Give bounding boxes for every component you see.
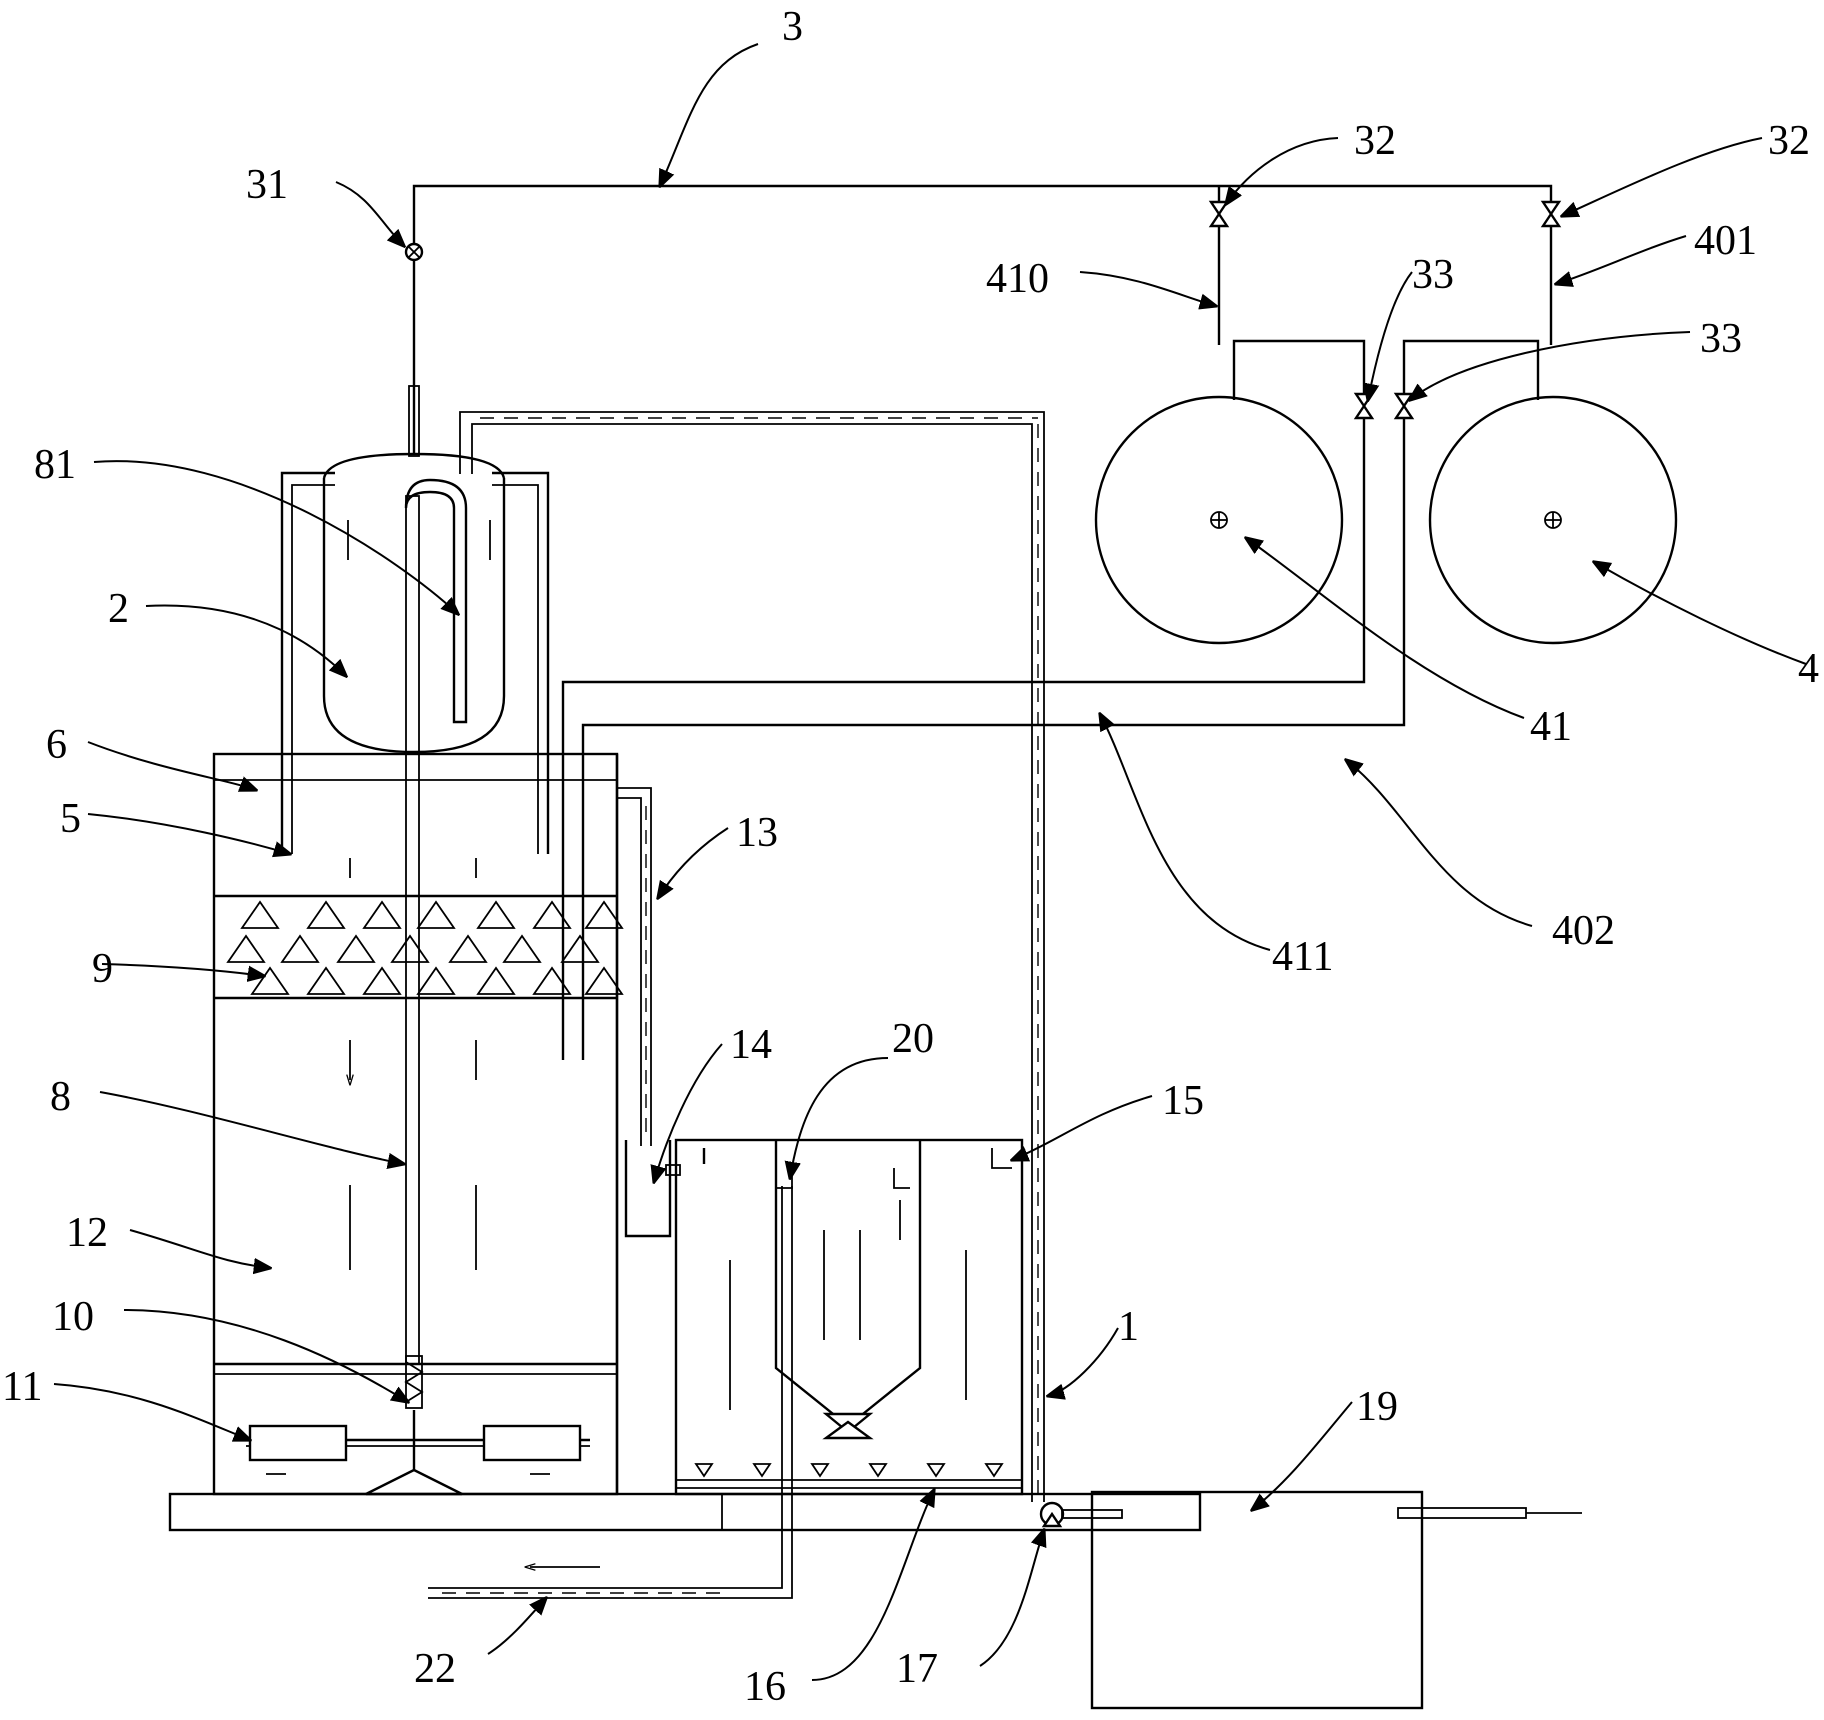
label-19: 19 [1356,1384,1398,1430]
packing-triangle [584,900,624,929]
label-5: 5 [60,796,81,842]
label-31: 31 [246,162,288,208]
gas-tank-41 [1094,395,1344,645]
packing-triangle [502,934,542,963]
label-41: 41 [1530,704,1572,750]
reactor-flow-arrows [348,520,491,1270]
label-20: 20 [892,1016,934,1062]
label-17: 17 [896,1646,938,1692]
packing-triangle [584,966,624,995]
valve-33-left [1353,392,1375,420]
overflow-pipe-13 [617,787,652,1146]
leader-lines [53,43,1807,1681]
mixer-10 [365,1355,463,1496]
packing-triangle [306,966,346,995]
packing-triangle [476,900,516,929]
tank-19 [1090,1490,1582,1710]
packing-triangle [390,934,430,963]
valve-32-left [1208,200,1230,228]
gas-collector-5 [280,471,550,854]
packing-triangle [362,900,402,929]
packing-triangle [226,934,266,963]
label-2: 2 [108,586,129,632]
label-4: 4 [1798,646,1819,692]
callout-labels: 3 31 32 32 410 401 33 33 81 2 4 41 6 5 1… [2,4,1819,1710]
inlet-cup-14 [624,1140,681,1238]
packing-triangle [362,966,402,995]
label-81: 81 [34,442,76,488]
packing-triangle [280,934,320,963]
pump-17 [1039,1501,1123,1528]
label-12: 12 [66,1210,108,1256]
gas-separator-2 [322,385,506,754]
packing-triangle [448,934,488,963]
label-3: 3 [782,4,803,50]
valve-33-right [1393,392,1415,420]
label-14: 14 [730,1022,772,1068]
aerator-16 [868,1463,888,1478]
label-22: 22 [414,1646,456,1692]
label-10: 10 [52,1294,94,1340]
gas-tank-4 [1428,395,1678,645]
aerator-16 [694,1463,714,1478]
label-32-right: 32 [1768,118,1810,164]
valve-32-right [1540,200,1562,228]
packing-triangle [476,966,516,995]
packing-triangle [240,900,280,929]
label-402: 402 [1552,908,1615,954]
label-410: 410 [986,256,1049,302]
packing-triangle [532,900,572,929]
aerator-16 [752,1463,772,1478]
aerator-16 [984,1463,1004,1478]
packing-triangle [532,966,572,995]
label-1: 1 [1118,1304,1139,1350]
label-15: 15 [1162,1078,1204,1124]
label-6: 6 [46,722,67,768]
riser-pipe-8 [404,478,468,1365]
packing-triangle [250,966,290,995]
packing-triangle [416,900,456,929]
label-16: 16 [744,1664,786,1710]
valve-31 [404,242,424,262]
label-9: 9 [92,946,113,992]
label-411: 411 [1272,934,1333,980]
aerator-16 [926,1463,946,1478]
gas-header-pipe [412,184,1553,386]
label-11: 11 [2,1364,42,1410]
label-32-left: 32 [1354,118,1396,164]
packing-triangle [416,966,456,995]
label-8: 8 [50,1074,71,1120]
tank-outlet-pipes [561,339,1540,1060]
packing-layer-9 [226,900,624,995]
return-pipe-1 [459,411,1045,1502]
label-401: 401 [1694,218,1757,264]
packing-triangle [560,934,600,963]
label-33-left: 33 [1412,252,1454,298]
packing-triangle [336,934,376,963]
label-13: 13 [736,810,778,856]
reactor-body [212,752,619,1496]
aerator-16 [810,1463,830,1478]
distributor-11 [246,1424,590,1475]
label-33-right: 33 [1700,316,1742,362]
packing-triangle [306,900,346,929]
